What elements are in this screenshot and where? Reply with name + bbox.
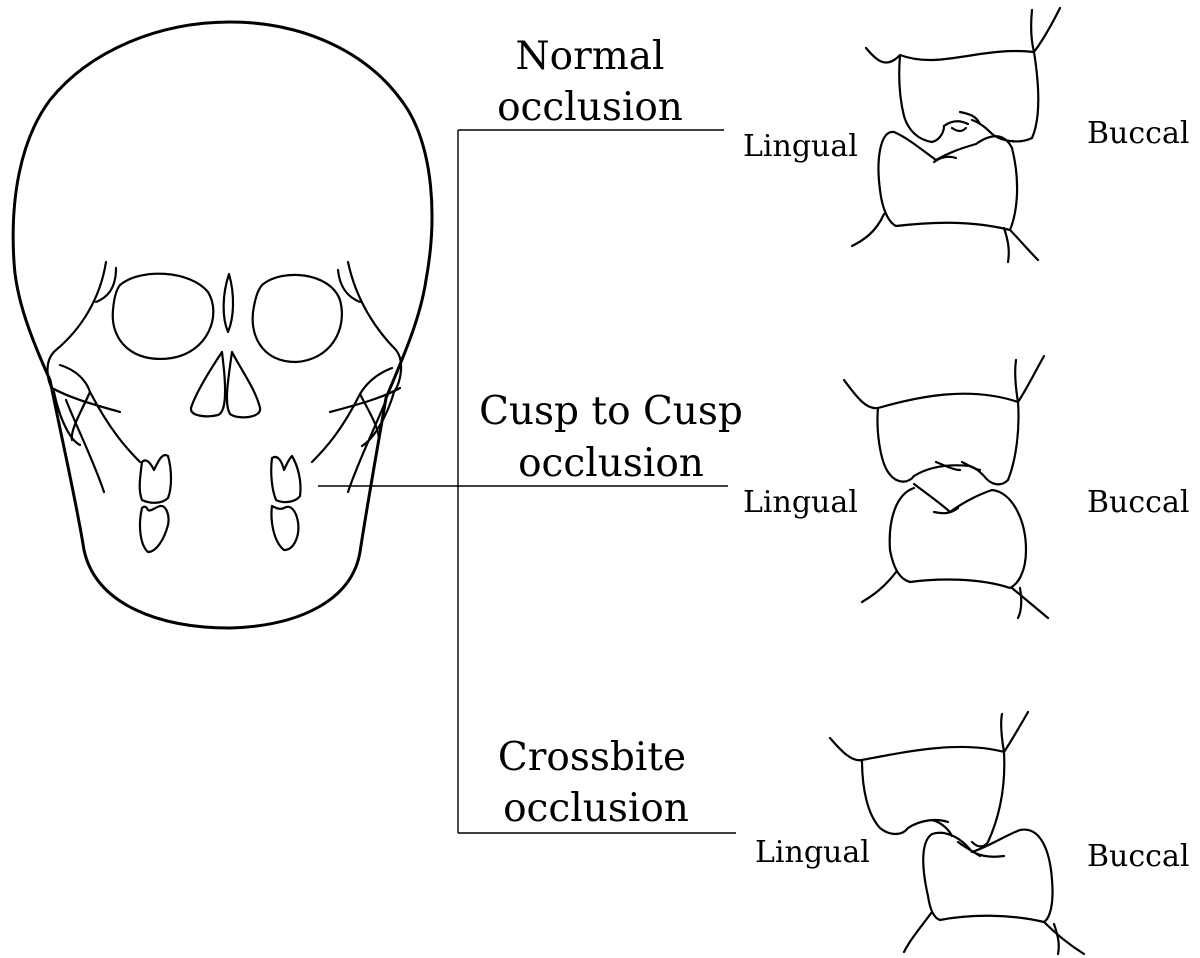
normal-buccal-label: Buccal: [1087, 116, 1189, 151]
normal-contact-mark: [934, 157, 956, 162]
normal-occlusion-teeth: [852, 8, 1060, 262]
right-upper-molar: [271, 456, 300, 502]
left-orbit: [113, 274, 214, 359]
nasal-septum: [224, 274, 233, 332]
left-nasal-cavity: [191, 352, 225, 416]
right-zygoma: [312, 262, 401, 492]
right-lower-molar: [272, 506, 299, 550]
cusp-title-line1: Cusp to Cusp: [479, 389, 743, 434]
left-upper-molar: [140, 455, 171, 503]
panel-cusp-labels: Cusp to Cusp occlusion Lingual Buccal: [479, 389, 1189, 520]
crossbite-lower-molar: [904, 830, 1084, 954]
right-nasal-cavity: [227, 352, 260, 417]
normal-lower-molar: [852, 132, 1038, 262]
crossbite-cusp-detail: [932, 820, 1004, 857]
crossbite-occlusion-teeth: [830, 712, 1084, 954]
skull-front-view: [13, 22, 432, 628]
normal-lingual-label: Lingual: [743, 129, 858, 164]
crossbite-title-line2: occlusion: [503, 786, 689, 831]
skull-outline: [13, 22, 432, 628]
normal-title-line2: occlusion: [497, 85, 683, 130]
panel-normal-labels: Normal occlusion Lingual Buccal: [497, 34, 1189, 164]
left-zygoma: [48, 262, 141, 492]
cusp-buccal-label: Buccal: [1087, 485, 1189, 520]
cusp-to-cusp-occlusion-teeth: [844, 356, 1048, 618]
crossbite-upper-molar: [830, 712, 1028, 847]
cusp-lingual-label: Lingual: [743, 485, 858, 520]
crossbite-lingual-label: Lingual: [755, 835, 870, 870]
crossbite-title-line1: Crossbite: [498, 735, 686, 780]
left-lower-molar: [140, 506, 169, 552]
right-orbit: [253, 275, 342, 362]
panel-crossbite-labels: Crossbite occlusion Lingual Buccal: [498, 735, 1190, 874]
cusp-title-line2: occlusion: [518, 441, 704, 486]
normal-title-line1: Normal: [516, 34, 665, 79]
crossbite-buccal-label: Buccal: [1087, 839, 1189, 874]
